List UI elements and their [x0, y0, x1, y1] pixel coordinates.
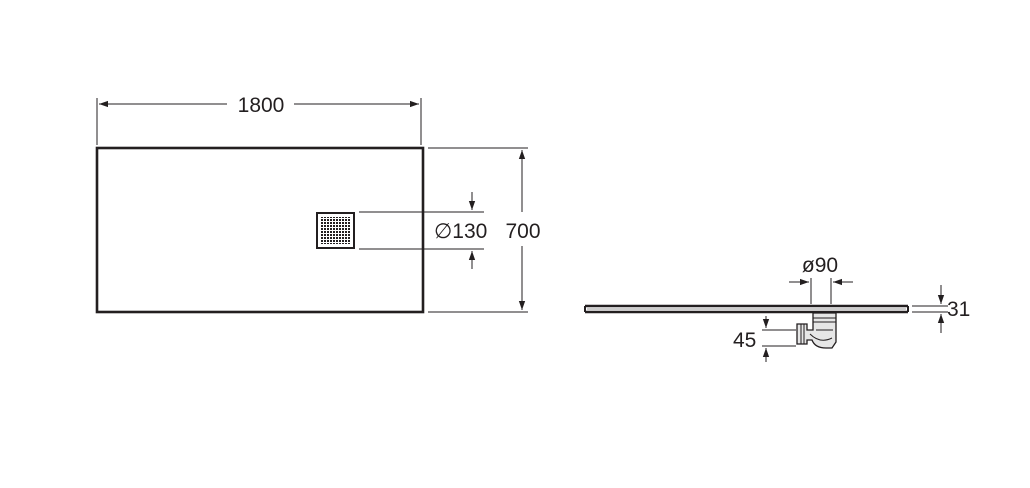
drain-height-label: 45 — [733, 329, 756, 352]
length-label: 1800 — [238, 94, 285, 117]
outlet-diameter-dimension: ø90 — [789, 254, 853, 304]
tray-height-dimension: 31 — [912, 285, 970, 333]
plan-view: 1800 700 ∅130 — [95, 94, 541, 314]
width-label: 700 — [505, 220, 540, 243]
drain-siphon-icon — [796, 312, 837, 349]
outlet-diameter-label: ø90 — [802, 254, 838, 277]
width-dimension: 700 — [428, 147, 541, 313]
shower-tray-profile — [584, 304, 909, 314]
drain-height-dimension: 45 — [733, 316, 796, 362]
side-view: ø90 31 45 — [584, 254, 970, 362]
shower-tray-outline — [95, 146, 425, 314]
length-dimension: 1800 — [96, 94, 422, 145]
tray-height-label: 31 — [947, 298, 970, 321]
drain-grate-icon — [316, 212, 355, 249]
drain-dimension: ∅130 — [359, 192, 487, 269]
drain-size-label: ∅130 — [434, 220, 487, 243]
